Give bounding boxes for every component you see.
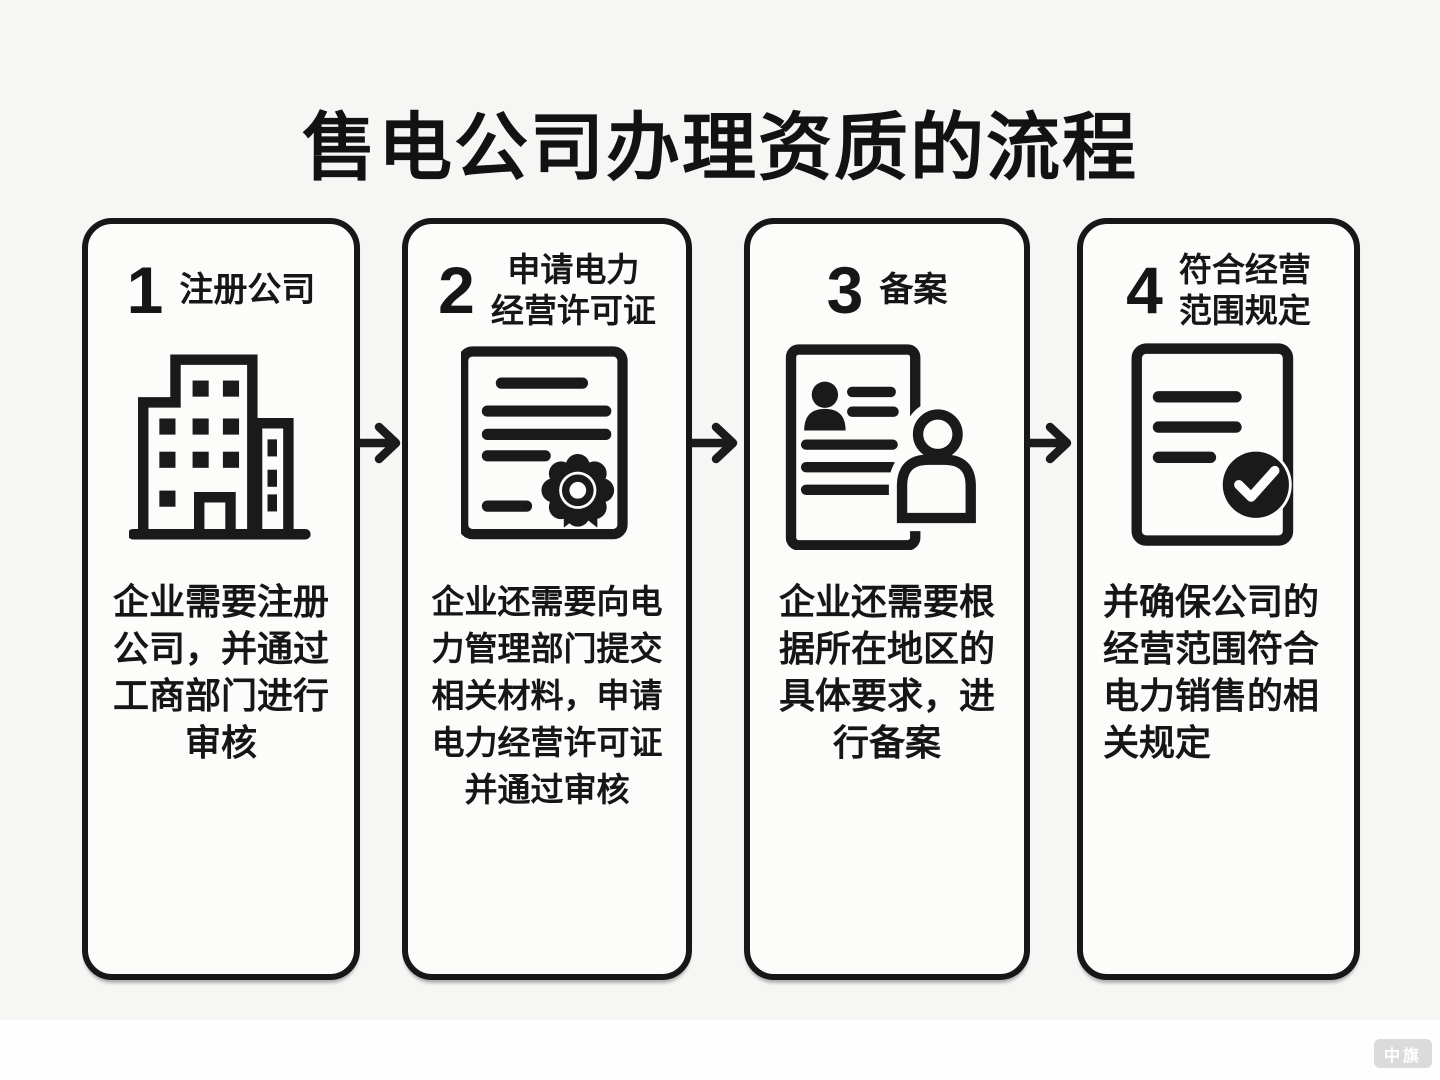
step-heading: 符合经营 范围规定 bbox=[1179, 249, 1311, 332]
step-heading: 申请电力 经营许可证 bbox=[491, 249, 656, 332]
step-heading-line2: 范围规定 bbox=[1178, 292, 1311, 329]
step-heading: 备案 bbox=[879, 269, 947, 312]
step-header: 2 申请电力 经营许可证 bbox=[408, 224, 686, 336]
step-header: 3 备案 bbox=[750, 224, 1024, 336]
step-card-apply-license: 2 申请电力 经营许可证 bbox=[402, 218, 692, 980]
step-description: 企业需要注册公司，并通过工商部门进行审核 bbox=[112, 581, 329, 763]
step-card-filing: 3 备案 企业还需要根据所在地区的具体要求，进行备案 bbox=[744, 218, 1030, 980]
step-heading-line2: 经营许可证 bbox=[490, 292, 656, 329]
certificate-icon bbox=[460, 345, 628, 539]
step-number: 3 bbox=[826, 253, 864, 327]
step-heading-line1: 符合经营 bbox=[1178, 250, 1311, 288]
document-person-icon bbox=[785, 343, 984, 550]
step-card-register-company: 1 注册公司 企业需要注册公司，并通过工商部门进行审核 bbox=[82, 218, 360, 980]
step-card-business-scope: 4 符合经营 范围规定 并确保公司的经营范围符合电力销售的相关规定 bbox=[1077, 218, 1360, 980]
document-check-icon bbox=[1131, 343, 1294, 546]
step-number: 1 bbox=[126, 253, 164, 327]
arrow-right-icon bbox=[1026, 422, 1072, 464]
arrow-right-icon bbox=[692, 422, 738, 464]
step-description: 并确保公司的经营范围符合电力销售的相关规定 bbox=[1103, 581, 1320, 763]
step-heading-line1: 注册公司 bbox=[179, 270, 316, 309]
step-number: 4 bbox=[1126, 253, 1163, 327]
step-number: 2 bbox=[438, 253, 475, 327]
step-header: 1 注册公司 bbox=[88, 224, 354, 336]
watermark-badge: 中旗 bbox=[1374, 1039, 1432, 1068]
building-icon bbox=[128, 354, 311, 540]
step-description: 企业还需要向电力管理部门提交相关材料，申请电力经营许可证并通过审核 bbox=[431, 583, 663, 808]
step-description: 企业还需要根据所在地区的具体要求，进行备案 bbox=[778, 581, 995, 763]
step-header: 4 符合经营 范围规定 bbox=[1083, 224, 1354, 336]
step-heading-line1: 备案 bbox=[879, 270, 948, 309]
page-title: 售电公司办理资质的流程 bbox=[302, 106, 1138, 189]
step-heading-line1: 申请电力 bbox=[507, 250, 640, 288]
step-heading: 注册公司 bbox=[179, 269, 315, 312]
arrow-right-icon bbox=[355, 422, 401, 464]
